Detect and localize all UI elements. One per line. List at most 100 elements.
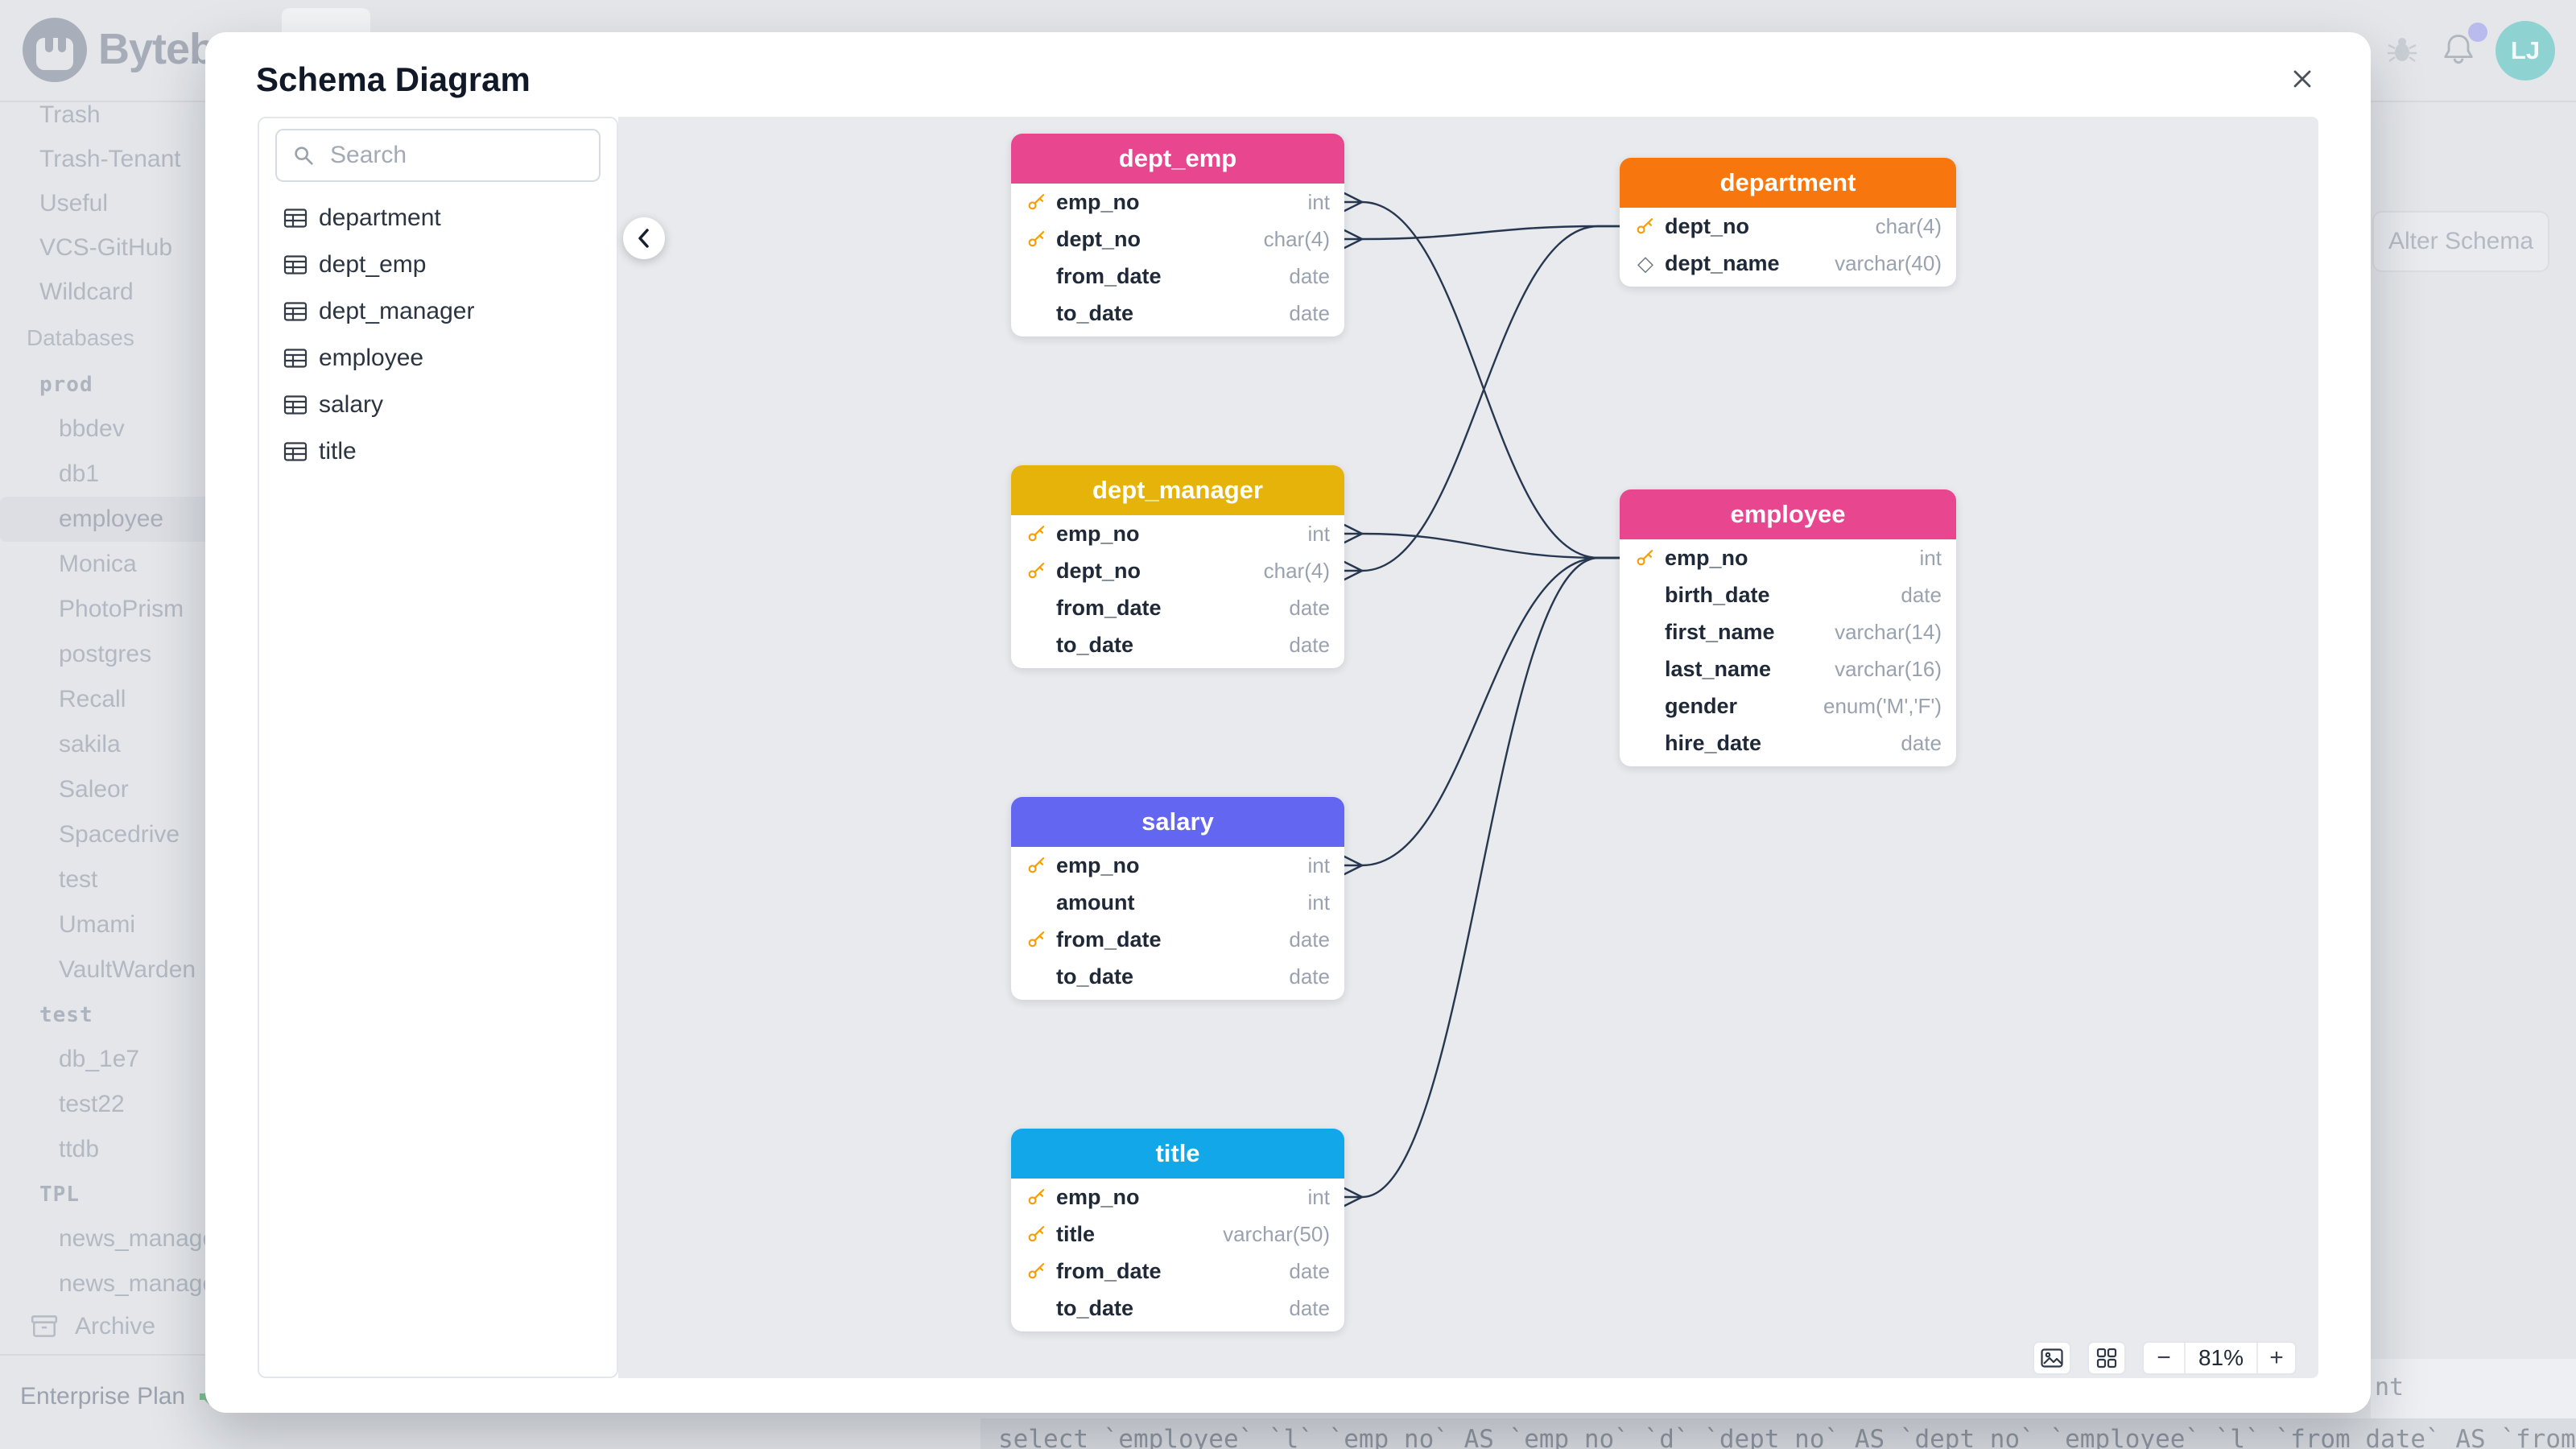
bell-icon[interactable] (2439, 31, 2478, 71)
primary-key-icon (1026, 1224, 1048, 1245)
table-icon (283, 302, 308, 321)
field-name: emp_no (1056, 852, 1140, 877)
bug-icon[interactable] (2384, 32, 2420, 68)
zoom-in-button[interactable]: + (2256, 1343, 2295, 1373)
alter-schema-button[interactable]: Alter Schema (2372, 211, 2549, 272)
zoom-level: 81% (2198, 1345, 2244, 1370)
sidebar-item-wildcard[interactable]: Wildcard (39, 278, 134, 305)
field-type: char(4) (1263, 226, 1330, 251)
bytebase-logo-face (36, 38, 73, 70)
primary-key-icon (1026, 855, 1048, 876)
table-list-item-title[interactable]: title (259, 428, 617, 475)
close-icon[interactable] (2286, 63, 2318, 95)
field-name: from_date (1056, 595, 1162, 620)
sidebar-item-trash-tenant[interactable]: Trash-Tenant (39, 145, 181, 172)
collapse-panel-button[interactable] (623, 217, 665, 259)
sql-editor-strip: select `employee` `l` `emp_no` AS `emp_n… (980, 1418, 2576, 1449)
sidebar-item-vcs-github[interactable]: VCS-GitHub (39, 233, 173, 261)
table-list-label: dept_manager (319, 298, 475, 324)
avatar[interactable]: LJ (2496, 21, 2555, 80)
search-input[interactable] (328, 141, 573, 170)
sidebar-item-trash[interactable]: Trash (39, 101, 101, 128)
sidebar-item-db-1e7[interactable]: db_1e7 (59, 1046, 140, 1072)
table-list-item-dept-manager[interactable]: dept_manager (259, 288, 617, 335)
sidebar-section-databases: Databases (27, 325, 134, 350)
sidebar-item-vaultwarden[interactable]: VaultWarden (59, 956, 196, 983)
table-list-item-department[interactable]: department (259, 195, 617, 242)
sidebar-item-umami[interactable]: Umami (59, 911, 135, 938)
field-type: date (1289, 632, 1330, 657)
primary-key-icon (1028, 563, 1045, 579)
relation-line (1343, 1187, 1364, 1208)
bytebase-logo-tooth (45, 38, 53, 52)
sidebar-group-prod: prod (39, 372, 93, 397)
primary-key-icon (1634, 216, 1657, 237)
table-card-header: dept_emp (1011, 134, 1344, 184)
zoom-out-button[interactable]: − (2144, 1343, 2186, 1373)
field-type: date (1289, 1295, 1330, 1320)
relation-line (1360, 225, 1621, 572)
export-image-button[interactable] (2033, 1341, 2071, 1375)
table-list-item-salary[interactable]: salary (259, 382, 617, 428)
unique-index-icon: ◇ (1637, 250, 1653, 275)
table-list-item-employee[interactable]: employee (259, 335, 617, 382)
relation-line (1360, 225, 1621, 241)
table-icon (283, 255, 308, 275)
sidebar-item-spacedrive[interactable]: Spacedrive (59, 821, 180, 848)
field-name: emp_no (1056, 1184, 1140, 1209)
sidebar-item-ttdb[interactable]: ttdb (59, 1136, 100, 1162)
field-type: int (1307, 521, 1330, 546)
sidebar-item-news-manage[interactable]: news_manage (59, 1270, 217, 1297)
field-name: dept_no (1056, 226, 1141, 251)
plan-label: Enterprise Plan (20, 1383, 186, 1410)
background-text-fragment: nt (2375, 1373, 2405, 1402)
auto-layout-button[interactable] (2087, 1341, 2126, 1375)
sidebar-item-postgres[interactable]: postgres (59, 641, 152, 667)
sidebar-item-archive[interactable]: Archive (30, 1299, 155, 1354)
sidebar-item-monica[interactable]: Monica (59, 551, 137, 577)
canvas-controls: − 81% + (2033, 1341, 2297, 1375)
sidebar-item-saleor[interactable]: Saleor (59, 776, 129, 803)
table-card-header: salary (1011, 797, 1344, 847)
archive-label: Archive (75, 1313, 156, 1340)
table-card-header: title (1011, 1129, 1344, 1179)
zoom-control: − 81% + (2142, 1341, 2297, 1375)
field-type: varchar(14) (1835, 619, 1942, 644)
relation-line (1343, 523, 1364, 544)
field-type: varchar(16) (1835, 656, 1942, 681)
sidebar-item-bbdev[interactable]: bbdev (59, 415, 125, 442)
sidebar-item-sakila[interactable]: sakila (59, 731, 121, 758)
sidebar-item-test[interactable]: test (59, 866, 98, 893)
table-list-item-dept-emp[interactable]: dept_emp (259, 242, 617, 288)
sidebar-item-recall[interactable]: Recall (59, 686, 126, 712)
avatar-initials: LJ (2510, 36, 2541, 64)
sidebar-item-useful[interactable]: Useful (39, 189, 109, 217)
relation-line (1360, 556, 1621, 1199)
sidebar-item-test22[interactable]: test22 (59, 1091, 125, 1117)
picture-icon (2041, 1348, 2063, 1368)
field-name: birth_date (1665, 582, 1770, 607)
sidebar-item-db1[interactable]: db1 (59, 460, 100, 487)
sidebar-item-photoprism[interactable]: PhotoPrism (59, 596, 184, 622)
sidebar-item-news-manage[interactable]: news_manage (59, 1225, 217, 1252)
